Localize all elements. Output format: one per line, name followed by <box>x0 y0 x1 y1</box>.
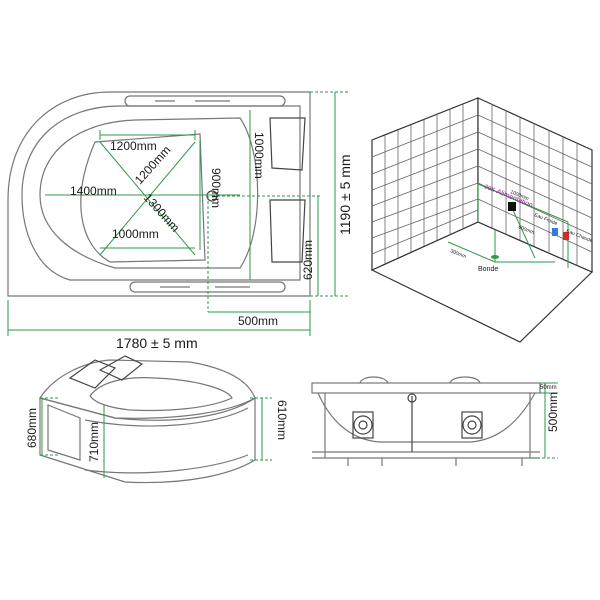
right-pump-icon <box>461 411 483 439</box>
dim-900: 900mm <box>209 168 223 208</box>
hot-water-icon <box>563 232 569 240</box>
cold-water-icon <box>552 228 558 236</box>
dim-710: 710mm <box>87 422 101 462</box>
dim-1190: 1190 ± 5 mm <box>337 154 353 235</box>
label-bonde: Bonde <box>478 266 498 273</box>
dim-610: 610mm <box>275 400 289 440</box>
drain-pipe-icon <box>407 393 417 452</box>
dim-1000-vert: 1000mm <box>252 132 266 179</box>
dim-300-install: 300mm <box>449 248 467 260</box>
left-pump-icon <box>352 411 374 439</box>
drain-icon <box>491 255 499 259</box>
dim-680: 680mm <box>25 408 39 448</box>
top-view: 1200mm 1200mm 1400mm 1300mm 1000mm 900mm… <box>7 91 353 351</box>
dim-1400: 1400mm <box>70 184 117 198</box>
dim-500: 500mm <box>238 314 278 328</box>
supply-valve-icon <box>508 202 516 211</box>
label-20x: 20X <box>483 184 495 194</box>
dim-600-install: 600mm <box>517 224 535 236</box>
perspective-view: 680mm 710mm 610mm <box>25 355 289 484</box>
dim-50: 50mm <box>540 385 557 391</box>
side-view: 50mm 500mm <box>311 376 560 466</box>
left-wall-tiles <box>371 104 479 264</box>
dim-1780: 1780 ± 5 mm <box>116 335 198 351</box>
dim-500-side: 500mm <box>546 392 560 432</box>
installation-view: 1000mm Alimentation 20X Eau Froide Eau C… <box>370 97 593 343</box>
dim-620: 620mm <box>301 240 315 280</box>
dim-1000-bottom: 1000mm <box>112 227 159 241</box>
dim-1200-top: 1200mm <box>110 139 157 153</box>
right-wall-tiles <box>477 104 593 265</box>
